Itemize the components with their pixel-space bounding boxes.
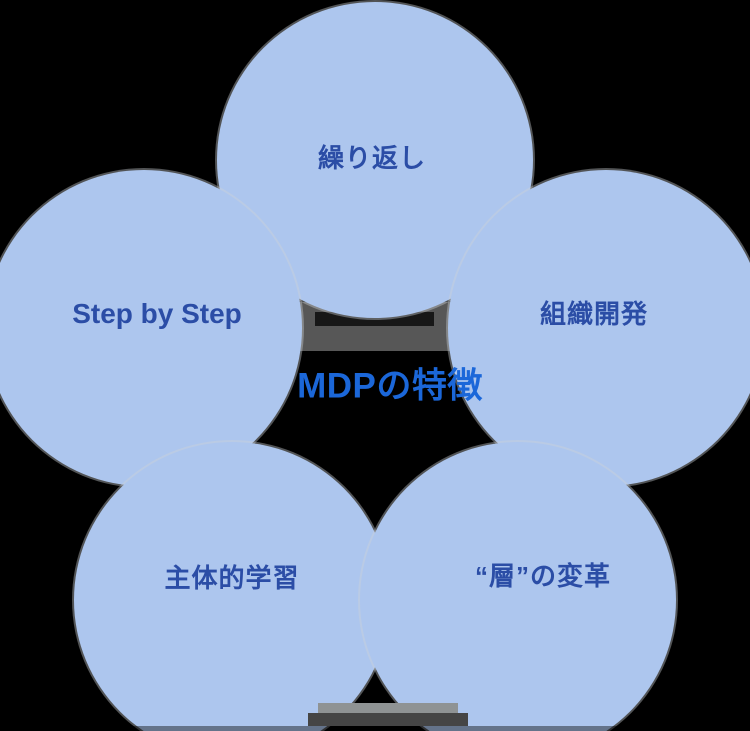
circle-label-layer-transformation: “層”の変革 [474,560,611,591]
circle-layer-transformation: “層”の変革 [360,442,676,731]
circle-organization-development: 組織開発 [448,170,750,486]
circle-step-by-step: Step by Step [0,170,302,486]
backdrop-band-bottom-dark [308,713,468,726]
diagram-center-title: MDPの特徴 [297,366,483,406]
circle-proactive-learning: 主体的学習 [74,442,390,731]
backdrop-band-bottom-light [318,703,458,713]
circle-label-repetition: 繰り返し [317,142,426,173]
circle-label-proactive-learning: 主体的学習 [164,562,300,593]
circle-label-step-by-step: Step by Step [72,298,242,329]
backdrop-band-top-dark [315,312,434,326]
backdrop-band-bottom-strip [0,726,750,731]
circle-label-organization-development: 組織開発 [539,298,648,329]
